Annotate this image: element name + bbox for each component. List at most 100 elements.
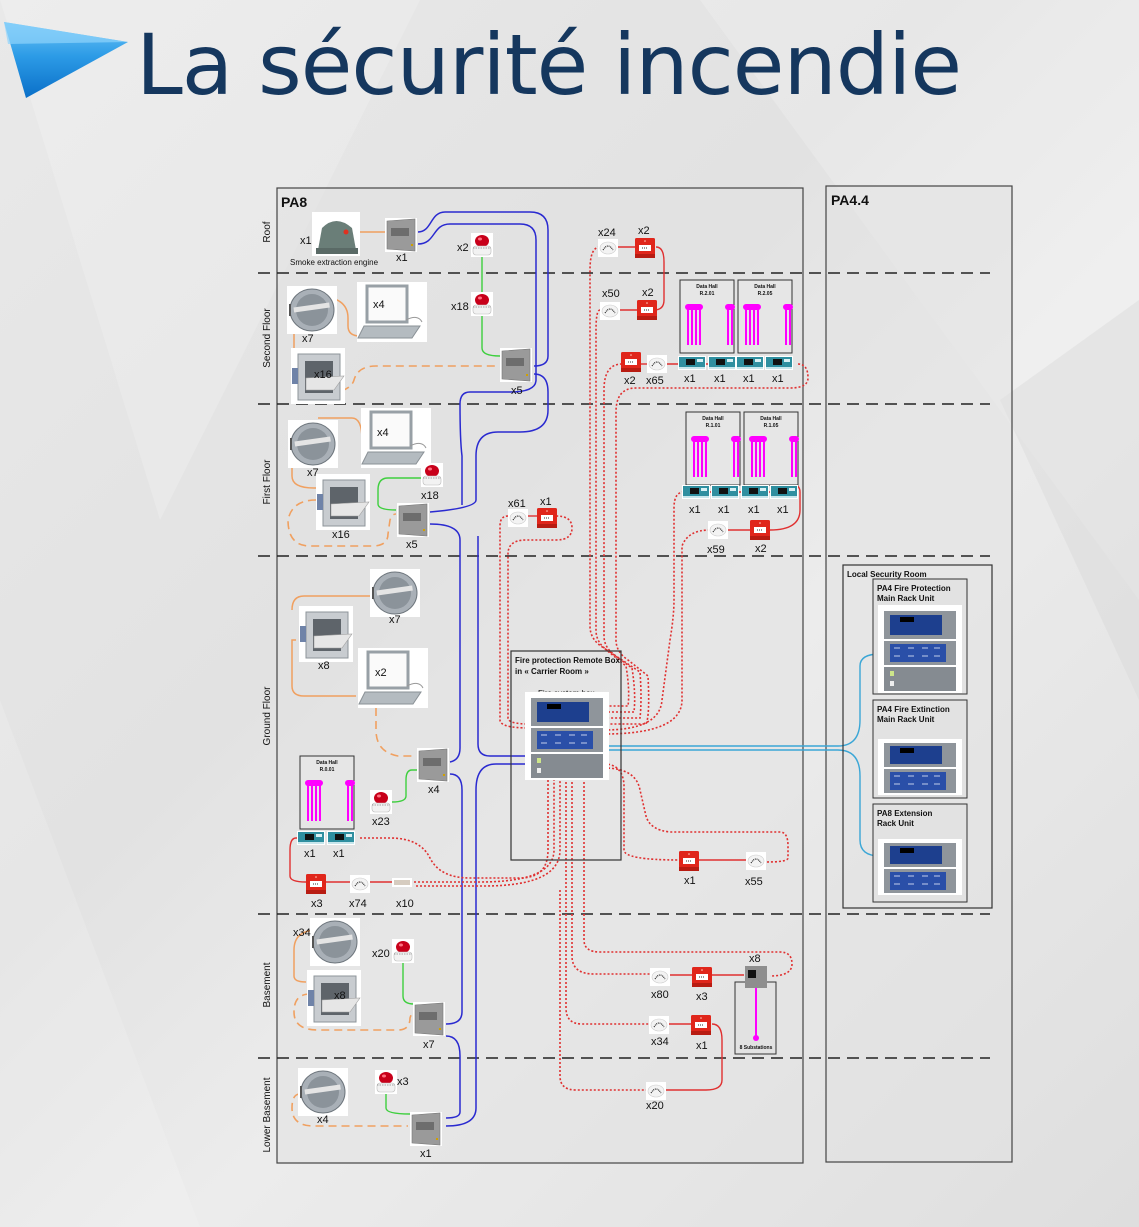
second-detector xyxy=(599,301,621,321)
basement-damper-round-qty: x34 xyxy=(293,927,311,939)
page-title: La sécurité incendie xyxy=(136,16,962,114)
first-loop-callpoint xyxy=(749,519,771,541)
basement-panel-qty: x7 xyxy=(423,1039,435,1051)
floor-label-second: Second Floor xyxy=(262,308,273,368)
svg-text:Data Hall: Data Hall xyxy=(702,416,724,422)
ground-damper-round xyxy=(369,568,421,618)
ground-damper-round-qty: x7 xyxy=(389,614,401,626)
basement-siren-qty: x20 xyxy=(372,948,390,960)
svg-text:Main Rack Unit: Main Rack Unit xyxy=(877,594,935,603)
first-detector xyxy=(507,508,529,528)
svg-text:R.2.05: R.2.05 xyxy=(758,291,773,297)
ground-vesda-1-qty: x1 xyxy=(304,848,316,860)
second-siren-qty: x18 xyxy=(451,301,469,313)
ground-callpoint xyxy=(305,873,327,895)
data-hall-r101: Data Hall R.1.01 xyxy=(685,411,742,486)
ground-panel-qty: x4 xyxy=(428,784,440,796)
first-callpoint-qty: x1 xyxy=(540,496,552,508)
basement-callpoint-a xyxy=(691,966,713,988)
second-damper-square-qty: x16 xyxy=(314,369,332,381)
second-damper-round-qty: x7 xyxy=(302,333,314,345)
svg-text:R.1.05: R.1.05 xyxy=(764,423,779,429)
data-hall-r001: Data Hall R.0.01 xyxy=(299,755,356,830)
second-vesda-4 xyxy=(765,356,793,370)
second-callpoint xyxy=(636,299,658,321)
second-loop-callpoint-qty: x2 xyxy=(624,375,636,387)
first-panel-qty: x5 xyxy=(406,539,418,551)
ground-vesda-2 xyxy=(327,831,355,845)
ground-right-callpoint-qty: x1 xyxy=(684,875,696,887)
ground-callpoint-qty: x3 xyxy=(311,898,323,910)
rack-link-lines xyxy=(604,653,881,857)
ground-module xyxy=(392,878,412,887)
basement-detector-b-qty: x34 xyxy=(651,1036,669,1048)
first-loop-detector-qty: x59 xyxy=(707,544,725,556)
basement-panel xyxy=(412,1001,446,1037)
first-damper-round-qty: x7 xyxy=(307,467,319,479)
second-hatch xyxy=(355,280,429,344)
roof-detector-qty: x24 xyxy=(598,227,616,239)
svg-text:R.1.01: R.1.01 xyxy=(706,423,721,429)
roof-panel-qty: x1 xyxy=(396,252,408,264)
svg-text:Local Security Room: Local Security Room xyxy=(847,570,927,579)
second-detector-qty: x50 xyxy=(602,288,620,300)
first-hatch-qty: x4 xyxy=(377,427,389,439)
data-hall-r205: Data Hall R.2.05 xyxy=(737,279,794,354)
roof-panel xyxy=(384,217,418,253)
ground-damper-square xyxy=(298,605,354,663)
second-panel-qty: x5 xyxy=(511,385,523,397)
second-vesda-3 xyxy=(736,356,764,370)
svg-text:Data Hall: Data Hall xyxy=(316,760,338,766)
first-vesda-4 xyxy=(770,485,798,499)
floor-label-roof: Roof xyxy=(262,221,273,242)
first-damper-round xyxy=(287,419,339,469)
first-vesda-2-qty: x1 xyxy=(718,504,730,516)
smoke-extraction-engine xyxy=(312,212,360,256)
first-siren-qty: x18 xyxy=(421,490,439,502)
second-vesda-3-qty: x1 xyxy=(743,373,755,385)
local-security-room: Local Security Room xyxy=(842,564,993,909)
roof-callpoint-qty: x2 xyxy=(638,225,650,237)
lower-panel xyxy=(409,1111,443,1147)
substation-box: 8 Substations xyxy=(734,966,777,1055)
first-vesda-3-qty: x1 xyxy=(748,504,760,516)
first-damper-square xyxy=(315,473,371,531)
lower-siren xyxy=(374,1069,398,1095)
rack-unit-pa4-protection: PA4 Fire Protection Main Rack Unit xyxy=(872,578,968,695)
floor-label-first: First Floor xyxy=(262,459,273,505)
basement-callpoint-b-qty: x1 xyxy=(696,1040,708,1052)
svg-text:PA4 Fire Extinction: PA4 Fire Extinction xyxy=(877,705,950,714)
svg-text:PA8 Extension: PA8 Extension xyxy=(877,809,933,818)
ground-vesda-2-qty: x1 xyxy=(333,848,345,860)
basement-detector-a xyxy=(649,967,671,987)
remote-box-title-1: Fire protection Remote Box xyxy=(515,656,620,665)
second-vesda-2-qty: x1 xyxy=(714,373,726,385)
basement-callpoint-a-qty: x3 xyxy=(696,991,708,1003)
second-vesda-1-qty: x1 xyxy=(684,373,696,385)
ground-siren-qty: x23 xyxy=(372,816,390,828)
ground-hatch-qty: x2 xyxy=(375,667,387,679)
first-vesda-1 xyxy=(682,485,710,499)
svg-text:Data Hall: Data Hall xyxy=(696,284,718,290)
svg-text:8 Substations: 8 Substations xyxy=(740,1045,773,1051)
second-loop-detector-qty: x65 xyxy=(646,375,664,387)
lower-detector xyxy=(645,1081,667,1101)
first-damper-square-qty: x16 xyxy=(332,529,350,541)
roof-engine-label: Smoke extraction engine xyxy=(290,258,379,267)
ground-detector xyxy=(349,874,371,894)
roof-siren xyxy=(470,232,494,258)
second-hatch-qty: x4 xyxy=(373,299,385,311)
first-vesda-4-qty: x1 xyxy=(777,504,789,516)
fire-system-box xyxy=(524,691,610,781)
basement-damper-round xyxy=(309,917,361,967)
zone-pa8-label: PA8 xyxy=(281,194,307,210)
roof-siren-qty: x2 xyxy=(457,242,469,254)
svg-text:R.0.01: R.0.01 xyxy=(320,767,335,773)
first-hatch xyxy=(359,406,433,470)
second-panel xyxy=(499,347,533,383)
first-panel xyxy=(396,502,430,538)
svg-text:R.2.01: R.2.01 xyxy=(700,291,715,297)
svg-text:Rack Unit: Rack Unit xyxy=(877,819,914,828)
remote-box-title-2: in « Carrier Room » xyxy=(515,667,589,676)
